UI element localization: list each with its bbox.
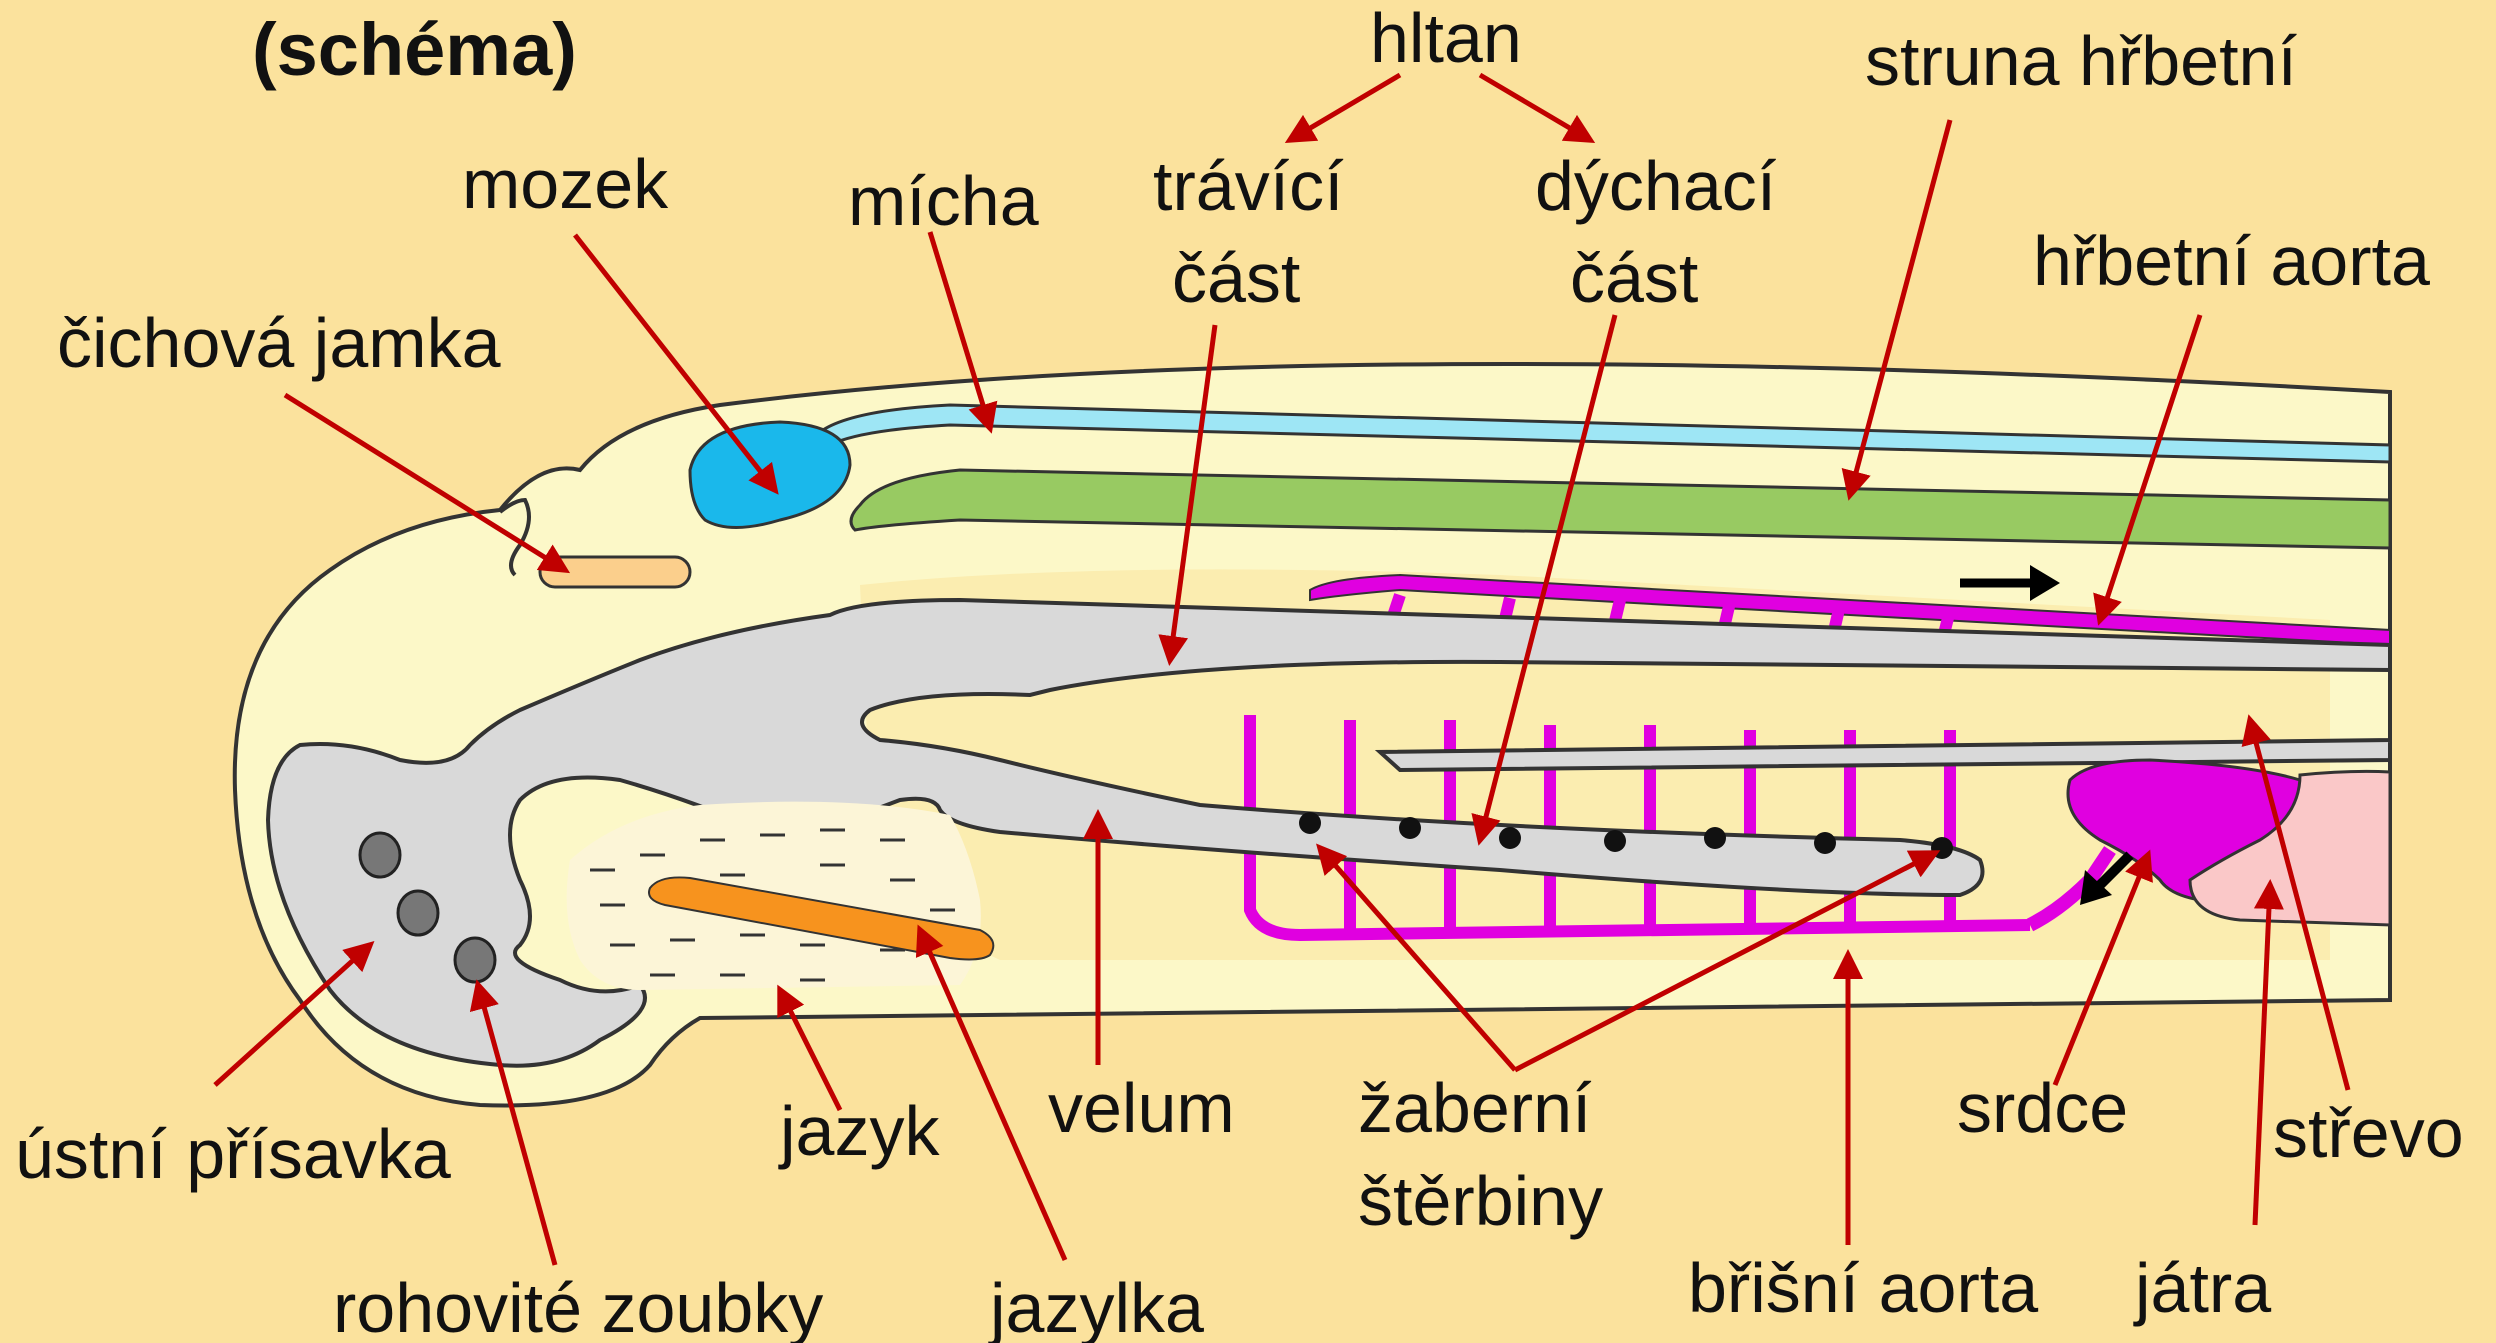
label-jazyk: jazyk xyxy=(778,1092,940,1170)
label-ustni: ústní přísavka xyxy=(15,1115,451,1193)
gill-slit xyxy=(1299,812,1321,834)
arrow-hltan-left xyxy=(1290,75,1400,140)
label-dychaci-1: dýchací xyxy=(1535,147,1777,225)
gill-slit xyxy=(1604,830,1626,852)
label-srdce: srdce xyxy=(1957,1069,2128,1147)
label-mozek: mozek xyxy=(462,145,669,223)
gill-slit xyxy=(1814,832,1836,854)
label-travici-2: část xyxy=(1172,239,1300,317)
arrow-hltan-right xyxy=(1480,75,1590,140)
label-zoubky: rohovité zoubky xyxy=(333,1269,823,1343)
label-micha: mícha xyxy=(848,162,1039,240)
label-velum: velum xyxy=(1048,1069,1235,1147)
label-strevo: střevo xyxy=(2273,1094,2464,1172)
tooth xyxy=(398,891,438,935)
label-cichova: čichová jamka xyxy=(57,304,501,382)
label-aorta-hrbetni: hřbetní aorta xyxy=(2033,222,2430,300)
gill-slit xyxy=(1499,827,1521,849)
gill-slit xyxy=(1704,827,1726,849)
label-zaberni-1: žaberní xyxy=(1358,1069,1592,1147)
label-aorta-bris: břišní aorta xyxy=(1688,1249,2038,1327)
label-hltan: hltan xyxy=(1370,0,1522,77)
label-zaberni-2: štěrbiny xyxy=(1358,1162,1603,1240)
gill-slit xyxy=(1399,817,1421,839)
tooth xyxy=(455,938,495,982)
tooth xyxy=(360,833,400,877)
label-jazylka: jazylka xyxy=(988,1269,1204,1343)
label-dychaci-2: část xyxy=(1570,239,1698,317)
label-travici-1: trávící xyxy=(1153,147,1344,225)
label-struna: struna hřbetní xyxy=(1865,22,2297,100)
label-jatra: játra xyxy=(2133,1249,2271,1327)
diagram-title: (schéma) xyxy=(252,8,577,91)
olfactory-pit xyxy=(540,557,690,587)
